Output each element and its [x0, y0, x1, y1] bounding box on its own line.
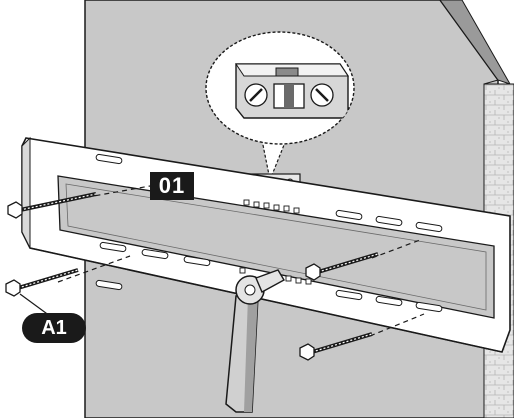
spirit-level-icon: [236, 64, 348, 118]
step-number-badge: 01: [150, 172, 194, 200]
part-label-badge: A1: [22, 313, 86, 343]
screw-bottom-left: [6, 270, 78, 296]
